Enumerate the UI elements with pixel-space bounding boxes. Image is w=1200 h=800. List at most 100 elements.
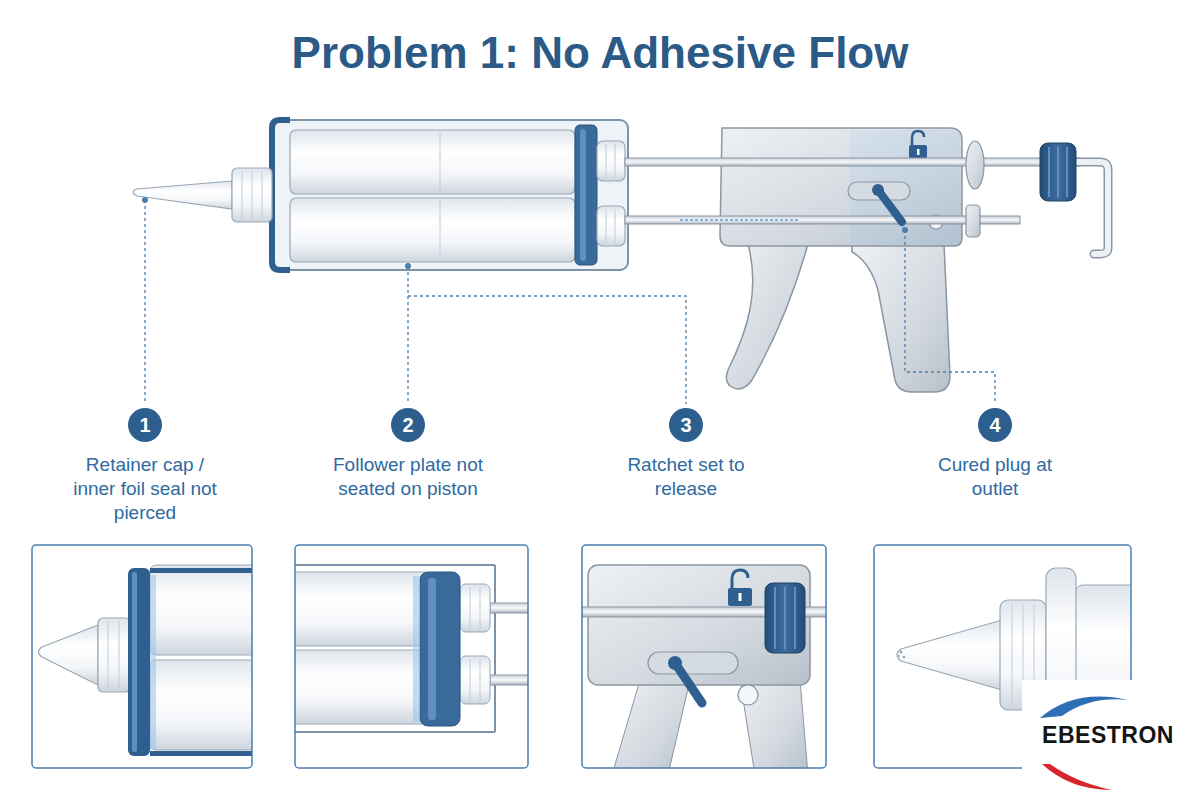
detail-panel [128, 568, 150, 756]
detail-panel [898, 655, 900, 657]
cartridge-housing [440, 132, 441, 192]
detail-panel [588, 565, 810, 685]
detail-panel [295, 731, 495, 733]
mixing-nozzle [232, 168, 272, 222]
detail-panel [150, 568, 252, 573]
detail-panel [32, 545, 252, 768]
detail-panel [668, 656, 682, 670]
detail-panel [903, 656, 906, 659]
callout-label: Follower plate not seated on piston [333, 453, 483, 501]
detail-panel [1012, 604, 1013, 706]
plunger-rods [966, 141, 984, 189]
lock-icon [909, 131, 927, 159]
cartridge-housing [575, 125, 597, 265]
logo [1022, 680, 1200, 800]
detail-panel [150, 660, 252, 750]
cartridge-housing [615, 144, 616, 178]
cartridge-housing [606, 209, 607, 243]
plunger-rods [1066, 147, 1068, 197]
cartridge-housing [272, 120, 628, 270]
leader-dot [142, 197, 908, 269]
callout-circle: 4 [978, 408, 1012, 442]
dispensing-gun [726, 244, 808, 389]
detail-panel [612, 680, 690, 768]
detail-panel [428, 578, 436, 720]
leader-line [407, 266, 408, 404]
plunger-rods [1075, 162, 1108, 254]
detail-panel [32, 545, 270, 768]
cartridge-housing [597, 141, 625, 181]
plunger-rods [1040, 143, 1076, 201]
callout-label: Cured plug at outlet [920, 453, 1070, 501]
cartridge-housing [597, 206, 625, 246]
detail-panel [738, 685, 758, 705]
callout-number: 4 [989, 414, 1000, 436]
detail-panel [480, 659, 481, 701]
detail-panel [648, 652, 738, 674]
leader-dot [902, 227, 908, 233]
callout-circle: 3 [669, 408, 703, 442]
detail-panel [413, 576, 420, 722]
detail-panel [582, 545, 832, 775]
detail-panel [295, 545, 528, 768]
callout-label: Ratchet set to release [611, 453, 761, 501]
leader-dot [142, 197, 148, 203]
detail-panel [480, 587, 481, 629]
detail-panel [295, 572, 430, 646]
detail-panel [108, 621, 109, 689]
mixing-nozzle [262, 171, 263, 219]
detail-panel [470, 659, 471, 701]
leader-line [145, 200, 995, 404]
detail-panel [765, 583, 805, 653]
logo [1042, 764, 1112, 790]
dispensing-gun [720, 128, 962, 392]
cartridge-housing [615, 209, 616, 243]
detail-panel [39, 565, 253, 756]
detail-panel [732, 570, 748, 588]
plunger-rods [680, 219, 800, 221]
cartridge-housing [272, 120, 628, 270]
plunger-rods [1075, 162, 1108, 254]
title: Problem 1: No Adhesive Flow [0, 26, 1200, 80]
detail-panel [98, 618, 130, 692]
cartridge-housing [440, 200, 441, 260]
detail-panel [119, 621, 120, 689]
plunger-rods [625, 158, 1080, 166]
detail-panel [150, 751, 252, 756]
callout-label: Retainer cap / inner foil seal not pierc… [70, 453, 220, 525]
detail-panel [900, 651, 903, 654]
callout-number: 3 [680, 414, 691, 436]
detail-panel [490, 675, 528, 685]
mixing-nozzle [133, 181, 232, 209]
dispensing-gun [909, 145, 927, 159]
detail-panel [280, 545, 535, 768]
detail-panel [295, 650, 430, 724]
plunger-rods [1057, 147, 1059, 197]
leader-line [144, 200, 145, 404]
detail-panel [494, 565, 496, 732]
mixing-nozzle [252, 171, 253, 219]
detail-panel [582, 545, 826, 768]
plunger-rods [872, 184, 884, 196]
dispensing-gun [917, 149, 920, 155]
detail-panel [460, 584, 490, 632]
detail-panel [460, 656, 490, 704]
callout-circle: 2 [391, 408, 425, 442]
dispensing-gun [912, 131, 924, 145]
detail-panel [675, 663, 702, 703]
detail-panel [897, 620, 1002, 690]
leader-dot [405, 263, 411, 269]
cartridge-housing [580, 129, 586, 261]
detail-panel [295, 564, 495, 566]
detail-panel [728, 588, 752, 606]
detail-panel [150, 575, 156, 750]
detail-panel [739, 593, 742, 601]
callout-circle: 1 [128, 408, 162, 442]
cartridge-housing [272, 120, 290, 270]
plunger-rods [625, 141, 1108, 254]
detail-panel [470, 587, 471, 629]
callout-number: 1 [139, 414, 150, 436]
